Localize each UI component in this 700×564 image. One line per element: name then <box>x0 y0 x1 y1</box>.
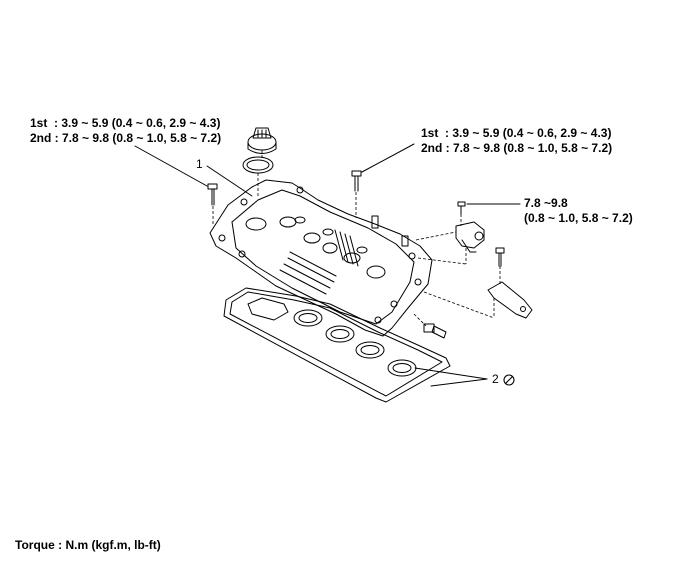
no-reuse-icon <box>503 374 515 386</box>
bracket-icon <box>487 281 533 319</box>
torque-left-line1: 1st : 3.9 ~ 5.9 (0.4 ~ 0.6, 2.9 ~ 4.3) <box>30 116 221 130</box>
callout-part2: 2 <box>492 372 499 386</box>
right-bolt-icon <box>351 170 362 192</box>
callout-part1: 1 <box>196 157 203 171</box>
torque-right-line1: 1st : 3.9 ~ 5.9 (0.4 ~ 0.6, 2.9 ~ 4.3) <box>421 126 612 140</box>
torque-sensor-line1: 7.8 ~9.8 <box>524 196 568 210</box>
torque-units-note: Torque : N.m (kgf.m, lb-ft) <box>15 538 161 552</box>
spark-plug-seal-2-icon <box>325 325 355 343</box>
leader-right-torque <box>361 143 415 173</box>
spark-plug-seal-4-icon <box>387 359 417 377</box>
torque-sensor-line2: (0.8 ~ 1.0, 5.8 ~ 7.2) <box>524 211 633 225</box>
spark-plug-seal-3-icon <box>355 341 385 359</box>
cylinder-head-cover-icon <box>209 179 433 337</box>
left-bolt-icon <box>207 183 218 206</box>
pcv-valve-icon <box>423 323 447 339</box>
cap-gasket-icon <box>242 156 274 174</box>
torque-right-line2: 2nd : 7.8 ~ 9.8 (0.8 ~ 1.0, 5.8 ~ 7.2) <box>421 141 613 155</box>
dash-bracket <box>423 291 495 319</box>
spark-plug-seal-1-icon <box>293 309 323 327</box>
oil-filler-cap-icon <box>247 127 277 154</box>
cover-gasket-icon <box>223 287 451 403</box>
cam-position-sensor-icon <box>455 221 485 253</box>
dash-pcv <box>413 313 427 327</box>
leader-part2-b <box>414 367 488 380</box>
bracket-bolt-icon <box>495 247 505 267</box>
dash-sensor-1 <box>415 231 457 241</box>
cam-sensor-bolt-icon <box>457 201 466 215</box>
torque-left-line2: 2nd : 7.8 ~ 9.8 (0.8 ~ 1.0, 5.8 ~ 7.2) <box>30 131 222 145</box>
leader-part2-a <box>430 378 488 387</box>
dash-sensor-2 <box>417 257 467 265</box>
leader-left-torque <box>134 145 208 187</box>
leader-part1 <box>206 165 253 197</box>
